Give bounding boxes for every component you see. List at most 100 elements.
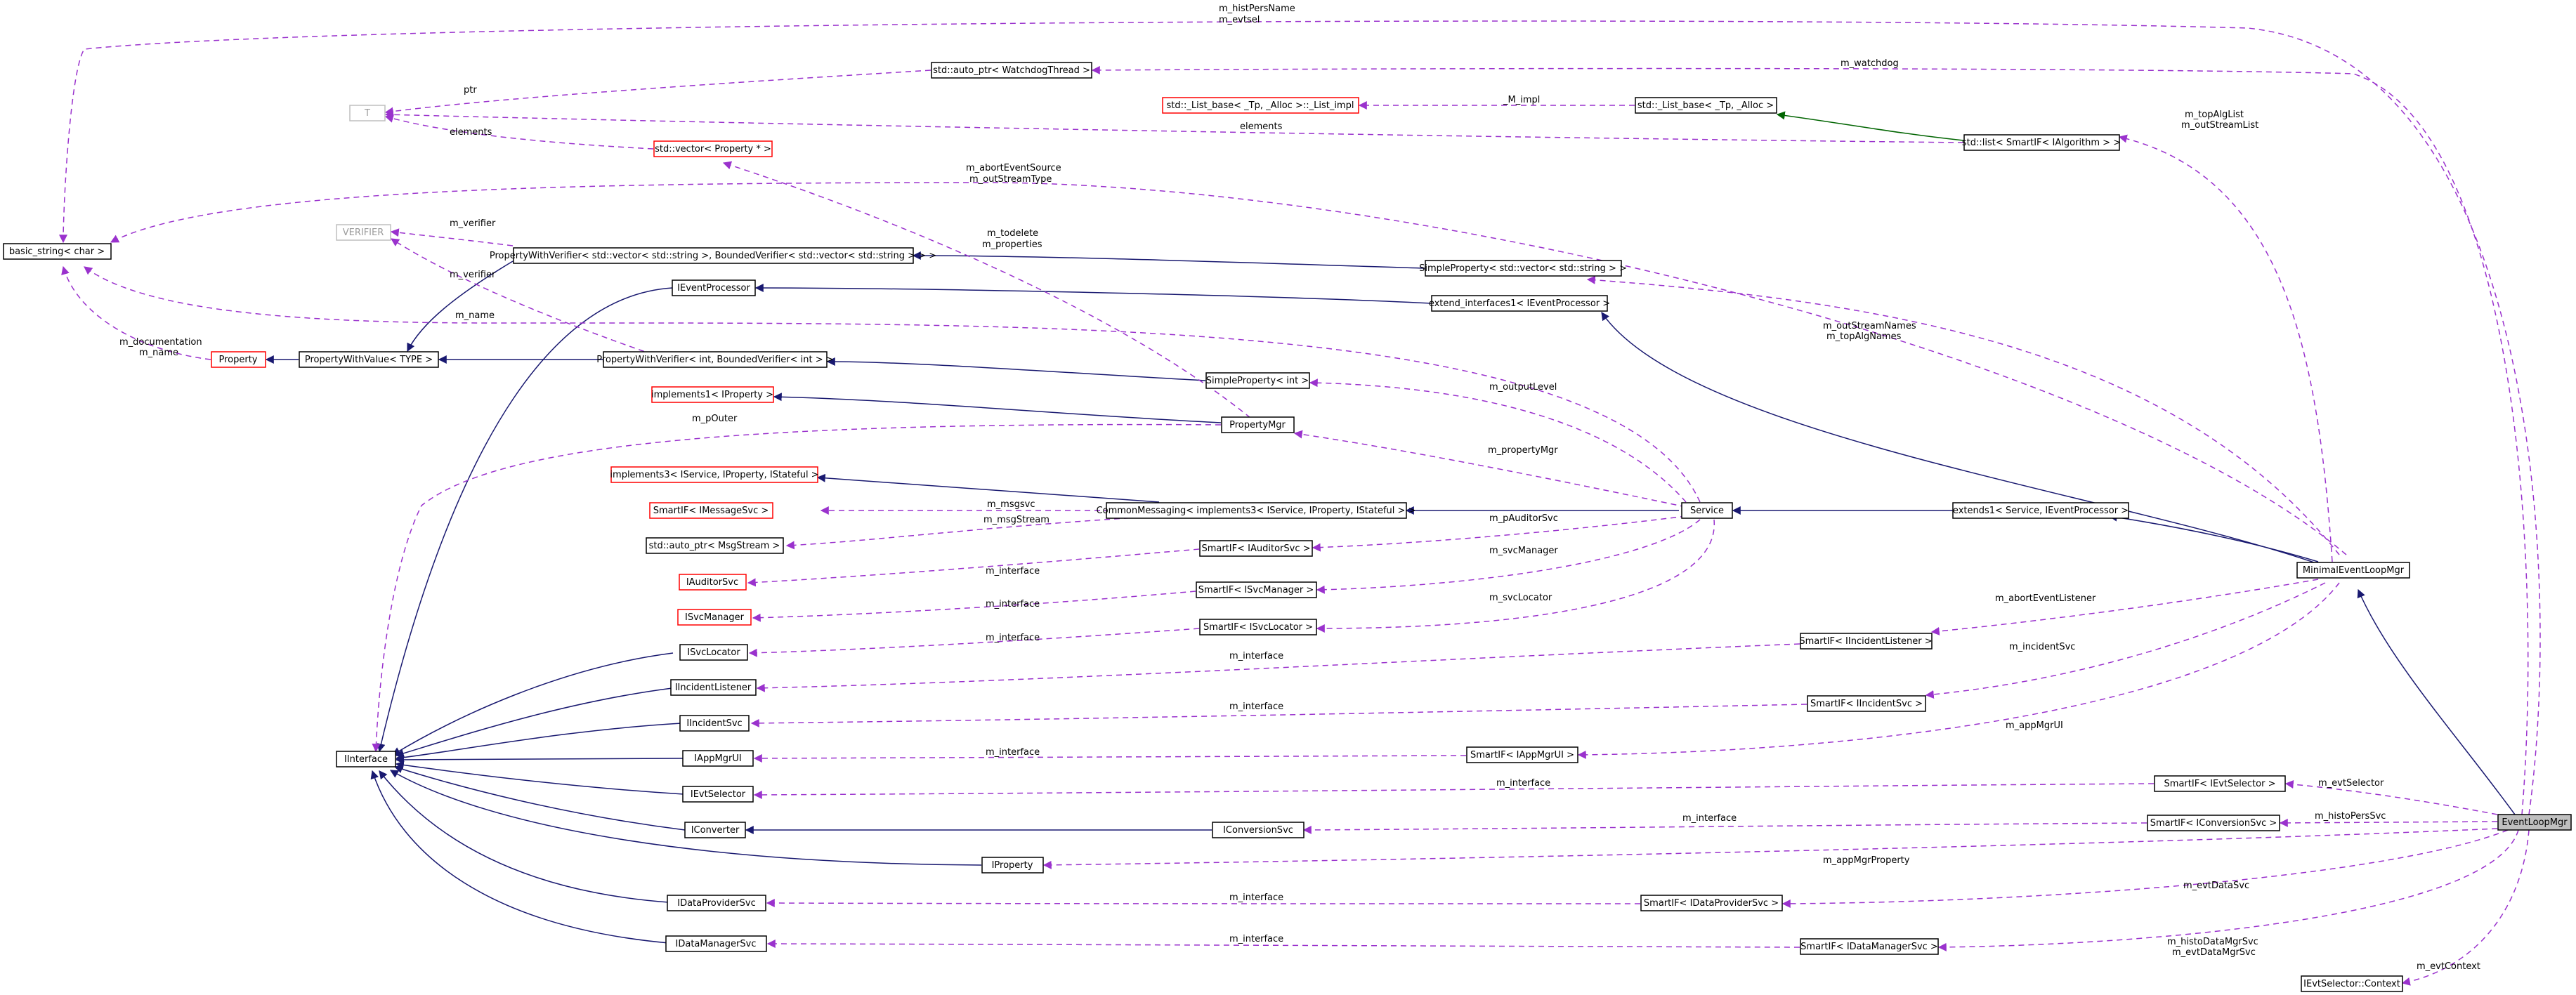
edge-label-properties: m_properties <box>982 239 1042 250</box>
edge-outputlevel <box>1309 378 1687 503</box>
class-node-smartif-iappmgrui[interactable]: SmartIF< IAppMgrUI > <box>1466 746 1578 763</box>
class-node-extends1[interactable]: extends1< Service, IEventProcessor > <box>1952 502 2129 519</box>
class-label: std::auto_ptr< WatchdogThread > <box>933 65 1090 76</box>
class-node-list-impl[interactable]: std::_List_base< _Tp, _Alloc >::_List_im… <box>1162 97 1359 114</box>
class-label: SmartIF< IEvtSelector > <box>2164 779 2276 789</box>
edge-evtdatasvc <box>1781 829 2509 908</box>
class-label: IEvtSelector <box>691 789 746 800</box>
class-node-smartif-idatamanagersvc[interactable]: SmartIF< IDataManagerSvc > <box>1800 938 1939 955</box>
class-node-extend-interfaces1[interactable]: extend_interfaces1< IEventProcessor > <box>1429 295 1610 312</box>
edge-label-histopersvc: m_histoPersSvc <box>2315 811 2386 822</box>
edge-label-svclocator: m_svcLocator <box>1489 593 1552 603</box>
class-label: implements3< IService, IProperty, IState… <box>610 470 818 480</box>
class-node-iinterface[interactable]: IInterface <box>336 751 396 767</box>
class-node-smartif-iauditorsvc[interactable]: SmartIF< IAuditorSvc > <box>1199 540 1313 557</box>
class-node-isvcmanager[interactable]: ISvcManager <box>677 609 752 626</box>
class-label: implements1< IProperty > <box>651 390 773 400</box>
class-node-iauditorsvc[interactable]: IAuditorSvc <box>679 574 747 591</box>
class-node-list-base[interactable]: std::_List_base< _Tp, _Alloc > <box>1635 97 1777 114</box>
edge-label-if-datamanager: m_interface <box>1229 934 1283 944</box>
edge-label-documentation: m_documentation <box>119 337 202 348</box>
edge-iproperty-iinterface <box>389 770 982 866</box>
edge-label-topalglist: m_topAlgList <box>2185 110 2244 120</box>
edge-commonmessaging-implements3 <box>816 473 1160 503</box>
edge-iappmgrui-iinterface <box>395 755 684 764</box>
edge-topalglist <box>2118 134 2333 562</box>
class-node-ievtselector-context[interactable]: IEvtSelector::Context <box>2301 975 2403 992</box>
edge-label-evtsel: m_evtsel <box>1219 15 1260 25</box>
edge-todelete <box>722 161 1251 419</box>
class-node-isvclocator[interactable]: ISvcLocator <box>679 644 748 661</box>
class-node-T[interactable]: T <box>349 105 386 121</box>
edge-label-evtdatasvc: m_evtDataSvc <box>2183 881 2249 891</box>
class-node-pwv-int[interactable]: PropertyWithVerifier< int, BoundedVerifi… <box>596 351 834 368</box>
edge-extendinterfaces-ieventprocessor <box>754 284 1432 304</box>
class-node-verifier[interactable]: VERIFIER <box>336 224 391 241</box>
class-node-iappmgrui[interactable]: IAppMgrUI <box>682 750 754 767</box>
class-label: IProperty <box>992 860 1033 871</box>
class-label: SmartIF< IAppMgrUI > <box>1470 750 1574 760</box>
edge-label-if-evtselector: m_interface <box>1496 778 1550 789</box>
edge-if-auditor <box>747 548 1200 587</box>
edge-label-if-incidentlistener: m_interface <box>1229 651 1283 661</box>
class-label: basic_string< char > <box>9 246 105 257</box>
class-label: SmartIF< IAuditorSvc > <box>1201 543 1310 554</box>
class-node-autoptr-watchdog[interactable]: std::auto_ptr< WatchdogThread > <box>931 62 1092 79</box>
class-node-basic-string[interactable]: basic_string< char > <box>3 243 112 260</box>
class-node-commonmessaging[interactable]: CommonMessaging< implements3< IService, … <box>1097 502 1416 519</box>
edge-ievtselector-iinterface <box>395 760 684 795</box>
class-node-pwv-type[interactable]: PropertyWithValue< TYPE > <box>299 351 439 368</box>
edge-pouter <box>372 423 1222 753</box>
class-node-property[interactable]: Property <box>211 351 266 368</box>
class-node-smartif-ievtselector[interactable]: SmartIF< IEvtSelector > <box>2154 775 2286 792</box>
edge-eventloopmgr-minimal <box>2357 588 2516 815</box>
class-node-list-smartif-ialgorithm[interactable]: std::list< SmartIF< IAlgorithm > > <box>1962 134 2121 151</box>
edge-pwvvec-pwvtype <box>407 261 514 352</box>
class-node-iconversionsvc[interactable]: IConversionSvc <box>1212 822 1305 838</box>
class-node-propertymgr[interactable]: PropertyMgr <box>1221 416 1295 433</box>
class-node-simpleproperty-vecstring[interactable]: SimpleProperty< std::vector< std::string… <box>1419 260 1627 277</box>
class-node-idatamanagersvc[interactable]: IDataManagerSvc <box>665 935 767 952</box>
class-node-smartif-iconversionsvc[interactable]: SmartIF< IConversionSvc > <box>2147 815 2280 831</box>
class-node-smartif-idataprovidersvc[interactable]: SmartIF< IDataProviderSvc > <box>1640 895 1783 911</box>
class-label: std::vector< Property * > <box>655 144 771 154</box>
edge-label-ptr: ptr <box>464 85 477 95</box>
edge-label-if-svclocator: m_interface <box>986 633 1040 643</box>
class-node-implements1-iproperty[interactable]: implements1< IProperty > <box>651 386 774 403</box>
class-node-autoptr-msgstream[interactable]: std::auto_ptr< MsgStream > <box>646 537 784 554</box>
edge-label-elements2: elements <box>450 127 492 138</box>
class-node-vector-property[interactable]: std::vector< Property * > <box>653 140 773 157</box>
class-label: std::auto_ptr< MsgStream > <box>649 541 780 551</box>
edge-label-if-auditor: m_interface <box>986 566 1040 576</box>
inheritance-edges <box>265 111 2516 944</box>
class-node-iincidentlistener[interactable]: IIncidentListener <box>670 679 757 696</box>
class-label: extends1< Service, IEventProcessor > <box>1953 506 2129 516</box>
class-node-service[interactable]: Service <box>1681 502 1733 519</box>
edge-elements1 <box>384 110 1964 143</box>
class-node-smartif-iincidentsvc[interactable]: SmartIF< IIncidentSvc > <box>1807 695 1926 712</box>
class-node-implements3[interactable]: implements3< IService, IProperty, IState… <box>610 466 819 483</box>
class-node-smartif-isvclocator[interactable]: SmartIF< ISvcLocator > <box>1199 619 1317 635</box>
class-node-iproperty[interactable]: IProperty <box>981 857 1044 874</box>
class-node-idataprovidersvc[interactable]: IDataProviderSvc <box>667 895 766 911</box>
class-label: IDataManagerSvc <box>676 939 757 949</box>
class-node-ieventprocessor[interactable]: IEventProcessor <box>672 279 756 296</box>
class-node-pwv-vecstring[interactable]: PropertyWithVerifier< std::vector< std::… <box>490 247 936 264</box>
edge-label-topalgnames: m_topAlgNames <box>1826 331 1902 342</box>
class-node-eventloopmgr[interactable]: EventLoopMgr <box>2497 814 2572 831</box>
class-label: IIncidentListener <box>675 683 752 693</box>
class-node-smartif-isvcmanager[interactable]: SmartIF< ISvcManager > <box>1196 581 1317 598</box>
edge-iincidentsvc-iinterface <box>395 723 682 762</box>
class-node-ievtselector[interactable]: IEvtSelector <box>682 786 754 803</box>
class-node-smartif-imessagesvc[interactable]: SmartIF< IMessageSvc > <box>649 502 773 519</box>
edge-simplevec-pwvvec <box>912 251 1425 269</box>
class-node-smartif-iincidentlistener[interactable]: SmartIF< IIncidentListener > <box>1799 633 1933 650</box>
edge-if-datamanager <box>766 940 1800 949</box>
class-node-iincidentsvc[interactable]: IIncidentSvc <box>679 715 750 732</box>
edge-label-propertymgr: m_propertyMgr <box>1488 445 1558 456</box>
class-node-minimaleventloopmgr[interactable]: MinimalEventLoopMgr <box>2296 562 2410 579</box>
edge-list-listbase <box>1776 111 1964 141</box>
class-node-simpleproperty-int[interactable]: SimpleProperty< int > <box>1205 372 1310 389</box>
class-node-iconverter[interactable]: IConverter <box>684 822 746 838</box>
edge-iconverter-iinterface <box>393 765 686 831</box>
